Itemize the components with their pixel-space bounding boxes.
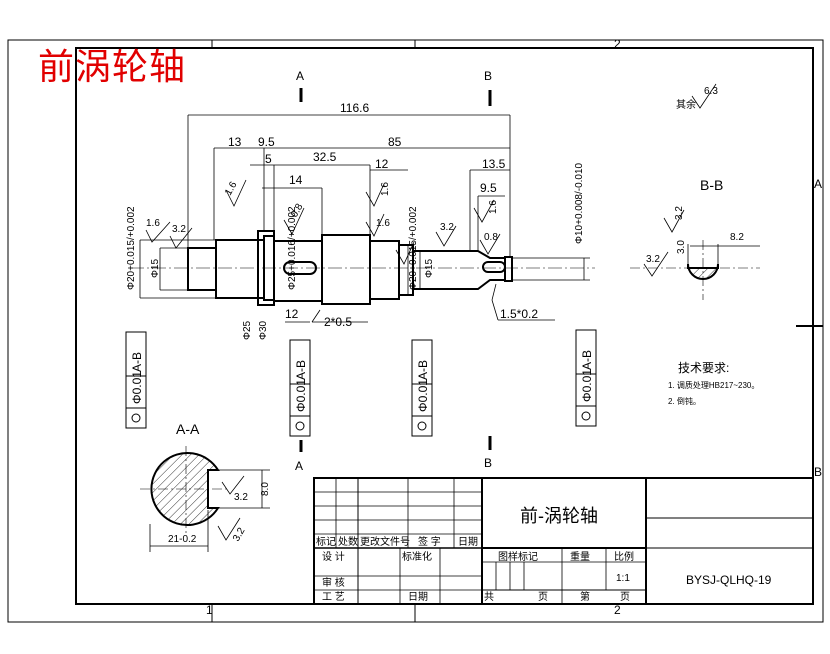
outer-border <box>7 39 824 623</box>
tb-change-doc: 更改文件号 <box>360 535 410 548</box>
zone-row-a: A <box>814 177 822 191</box>
drawing-number: BYSJ-QLHQ-19 <box>686 573 772 587</box>
tb-number: 第 <box>580 590 590 603</box>
dim-phi25: Φ25 <box>242 320 253 340</box>
ra-1-6-e: 1.6 <box>488 200 499 214</box>
dim-phi30: Φ30 <box>258 320 269 340</box>
section-b-bottom: B <box>484 456 492 470</box>
section-aa-label: A-A <box>176 421 200 437</box>
ra-1-6-c: 1.6 <box>380 182 391 196</box>
tb-date: 日期 <box>458 536 478 548</box>
title-block-grid <box>313 477 814 605</box>
section-b-top: B <box>484 69 492 83</box>
tb-count: 处数 <box>338 535 358 548</box>
dim-12b: 12 <box>285 307 299 321</box>
ra-rest-label: 其余 <box>676 98 696 111</box>
tech-title: 技术要求: <box>678 361 729 375</box>
tb-date2: 日期 <box>408 591 428 603</box>
tb-standard: 标准化 <box>402 550 432 563</box>
tol-value-1: Φ0.01 <box>130 371 144 404</box>
dim-21: 21-0.2 <box>168 534 197 545</box>
section-bb-view <box>630 240 760 300</box>
tol-datum-2: A-B <box>294 360 308 380</box>
tech-item-2: 2. 倒钝。 <box>668 396 701 406</box>
zone-row-b: B <box>814 465 822 479</box>
tb-mark: 标记 <box>316 536 336 548</box>
tol-datum-4: A-B <box>580 350 594 370</box>
keyway-slot <box>283 261 317 275</box>
tb-weight: 重量 <box>570 550 590 563</box>
dim-9-5b: 9.5 <box>480 181 497 195</box>
tol-value-3: Φ0.01 <box>416 379 430 412</box>
dim-phi20-left: Φ20+0.015/+0.002 <box>126 206 137 290</box>
tb-scale-label: 比例 <box>614 550 634 563</box>
tb-design: 设 计 <box>322 550 345 563</box>
ra-3-2-b: 3.2 <box>440 222 454 233</box>
ra-6-3-rest: 6.3 <box>704 86 718 97</box>
dim-13-5: 13.5 <box>482 157 506 171</box>
part-name: 前-涡轮轴 <box>520 506 598 526</box>
zone-col2-top: 2 <box>614 37 621 51</box>
tb-sheet2: 页 <box>620 591 630 603</box>
section-a-top: A <box>296 69 304 83</box>
dim-8-0: 8.0 <box>260 482 271 496</box>
section-aa-view <box>140 446 270 552</box>
dim-phi15-right: Φ15 <box>424 258 435 278</box>
ra-3-2-c: 3.2 <box>674 206 685 220</box>
ra-1-6-d: 1.6 <box>376 218 390 229</box>
section-a-bottom: A <box>295 459 303 473</box>
tol-datum-3: A-B <box>416 360 430 380</box>
tb-total: 共 <box>484 591 494 603</box>
dim-8-2: 8.2 <box>730 232 744 243</box>
dim-5: 5 <box>265 152 272 166</box>
ra-3-2-e: 3.2 <box>234 492 248 503</box>
tb-review: 审 核 <box>322 576 345 589</box>
tol-value-4: Φ0.01 <box>580 369 594 402</box>
dim-12: 12 <box>375 157 389 171</box>
dim-9-5: 9.5 <box>258 135 275 149</box>
tb-signature: 签 字 <box>418 535 441 548</box>
tb-pattern-mark: 图样标记 <box>498 550 538 563</box>
dim-3-0: 3.0 <box>676 240 687 254</box>
section-bb-label: B-B <box>700 177 723 193</box>
ra-1-6-a: 1.6 <box>146 218 160 229</box>
tb-process: 工 艺 <box>322 591 345 603</box>
ra-0-8-b: 0.8 <box>484 232 498 243</box>
dim-phi20-right: Φ20+0.015/+0.002 <box>408 206 419 290</box>
flat-slot <box>482 261 506 273</box>
dim-overall: 116.6 <box>340 101 369 115</box>
dim-phi10: Φ10+0.008/-0.010 <box>574 162 585 244</box>
ra-1-6-b: 1.6 <box>223 180 240 198</box>
ra-3-2-d: 3.2 <box>646 254 660 265</box>
dim-14: 14 <box>289 173 303 187</box>
tol-value-2: Φ0.01 <box>294 379 308 412</box>
dimension-lines <box>139 114 590 323</box>
tol-datum-1: A-B <box>130 352 144 372</box>
tech-item-1: 1. 调质处理HB217~230。 <box>668 380 759 390</box>
dim-chamfer-2x0-5: 2*0.5 <box>324 315 352 329</box>
zone-col1-bottom: 1 <box>206 603 213 617</box>
dim-32-5: 32.5 <box>313 150 337 164</box>
tolerance-frames <box>125 329 597 437</box>
dim-13: 13 <box>228 135 242 149</box>
tb-scale: 1:1 <box>616 573 630 584</box>
dim-chamfer-1-5x0-2: 1.5*0.2 <box>500 307 538 321</box>
ra-3-2-a: 3.2 <box>172 224 186 235</box>
tb-sheet: 页 <box>538 591 548 603</box>
zone-col2-bottom: 2 <box>614 603 621 617</box>
drawing-title: 前涡轮轴 <box>38 47 187 88</box>
dim-phi15-left: Φ15 <box>150 258 161 278</box>
shaft-profile <box>187 230 513 306</box>
roughness-symbols <box>145 83 717 541</box>
dim-phi25-tol: Φ25+0.016/+0.002 <box>287 206 298 290</box>
dim-85: 85 <box>388 135 402 149</box>
